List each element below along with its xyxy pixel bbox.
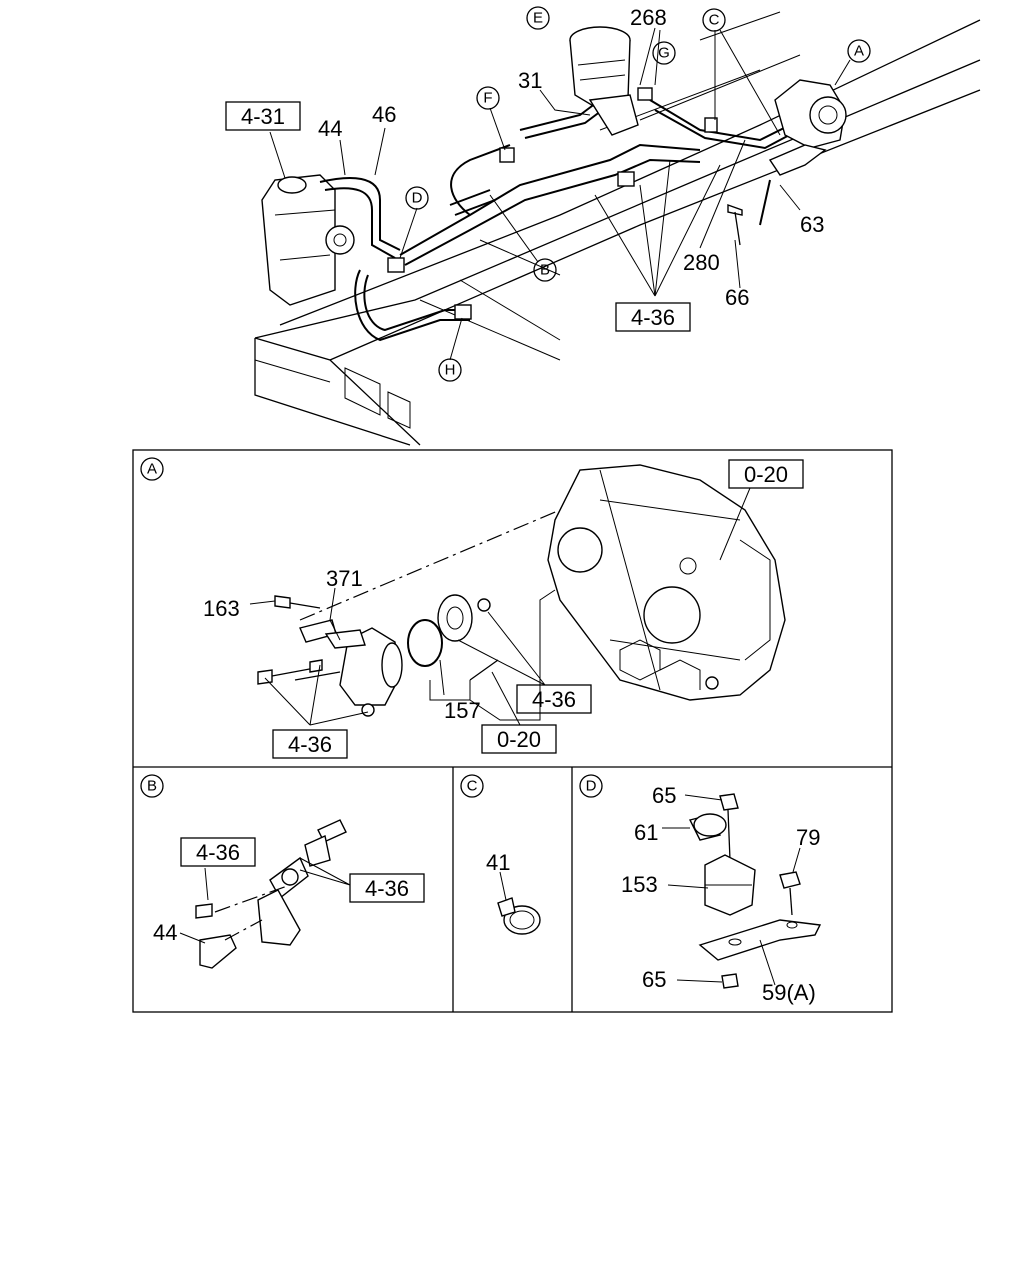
part-number-153: 153	[621, 872, 658, 897]
callout-C: C	[702, 8, 726, 32]
svg-text:0-20: 0-20	[497, 727, 541, 752]
svg-text:G: G	[658, 45, 670, 62]
part-number-59A: 59(A)	[762, 980, 816, 1005]
svg-text:E: E	[533, 10, 543, 27]
ref-box-4-36	[615, 302, 691, 332]
hose-fitting	[195, 819, 347, 969]
part-number-44: 44	[318, 116, 342, 141]
part-number-63: 63	[800, 212, 824, 237]
svg-text:D: D	[412, 190, 423, 207]
hose-clamp	[497, 897, 541, 935]
ref-box-4-31	[225, 101, 301, 131]
detail-A-label: A	[140, 457, 164, 481]
part-number-280: 280	[683, 250, 720, 275]
svg-text:A: A	[854, 43, 864, 60]
detail-C-label: C	[460, 774, 484, 798]
detail-B-label: B	[140, 774, 164, 798]
ref-box-4-31-label: 4-31	[241, 104, 285, 129]
overview-labels: 268 31 44 46 63 280 66 4-31 4-36 E G C A…	[225, 5, 871, 382]
callout-G: G	[652, 41, 676, 65]
ref-box-4-36-right	[516, 684, 592, 714]
pump-unit	[759, 79, 847, 226]
part-number-163: 163	[203, 596, 240, 621]
svg-text:B: B	[540, 262, 550, 279]
part-number-61: 61	[634, 820, 658, 845]
part-number-41: 41	[486, 850, 510, 875]
part-number-65-top: 65	[652, 783, 676, 808]
svg-text:4-36: 4-36	[196, 840, 240, 865]
ref-box-0-20-top	[728, 459, 804, 489]
ref-box-0-20-bottom	[481, 724, 557, 754]
detail-C: C 41	[460, 774, 541, 935]
svg-text:D: D	[586, 778, 597, 795]
callout-F: F	[476, 86, 500, 110]
svg-text:A: A	[147, 461, 157, 478]
svg-text:H: H	[445, 362, 456, 379]
vacuum-pump	[299, 619, 403, 706]
oil-reservoir	[569, 26, 639, 136]
callout-B: B	[533, 258, 557, 282]
ref-box-4-36-label: 4-36	[631, 305, 675, 330]
ref-box-4-36-B-left	[180, 837, 256, 867]
detail-A: A	[140, 457, 804, 759]
part-number-31: 31	[518, 68, 542, 93]
svg-text:4-36: 4-36	[288, 732, 332, 757]
svg-text:B: B	[147, 778, 157, 795]
part-number-371: 371	[326, 566, 363, 591]
detail-B: B 44 4-36 4-36	[140, 774, 425, 969]
callout-E: E	[526, 6, 550, 30]
svg-text:C: C	[467, 778, 478, 795]
ref-box-4-36-left	[272, 729, 348, 759]
svg-text:4-36: 4-36	[365, 876, 409, 901]
svg-text:F: F	[483, 90, 492, 107]
overview-drawing	[254, 11, 981, 446]
drive-gear	[437, 594, 491, 642]
part-number-79: 79	[796, 825, 820, 850]
o-ring	[407, 619, 443, 667]
flywheel-housing	[547, 464, 786, 701]
ref-box-4-36-B-right	[349, 873, 425, 903]
part-number-268: 268	[630, 5, 667, 30]
callout-H: H	[438, 358, 462, 382]
detail-panels-frame	[132, 449, 893, 1013]
part-number-46: 46	[372, 102, 396, 127]
part-number-66: 66	[725, 285, 749, 310]
callout-A: A	[847, 39, 871, 63]
detail-D: D 65 61 79 153 65 59(A)	[579, 774, 822, 1005]
svg-text:C: C	[709, 12, 720, 29]
svg-text:0-20: 0-20	[744, 462, 788, 487]
detail-D-label: D	[579, 774, 603, 798]
part-number-157: 157	[444, 698, 481, 723]
callout-D: D	[405, 186, 429, 210]
svg-text:4-36: 4-36	[532, 687, 576, 712]
part-number-44-B: 44	[153, 920, 177, 945]
part-number-65-bottom: 65	[642, 967, 666, 992]
mount-assembly	[688, 793, 822, 989]
reservoir-tank	[261, 174, 355, 306]
